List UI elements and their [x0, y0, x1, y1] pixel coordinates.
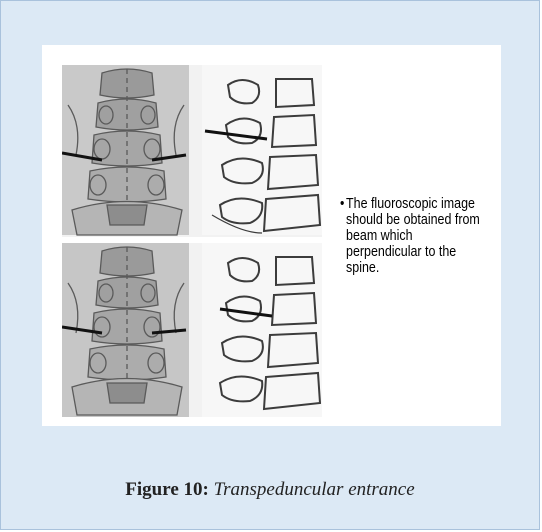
bullet-note: • The fluoroscopic image should be obtai…	[340, 196, 486, 276]
caption-label: Figure 10:	[125, 479, 209, 500]
note-text: The fluoroscopic image should be obtaine…	[346, 196, 486, 276]
lateral-view-bottom	[202, 243, 322, 417]
figure-image: • The fluoroscopic image should be obtai…	[42, 45, 501, 426]
ap-view-top	[62, 65, 189, 235]
caption-title: Transpeduncular entrance	[214, 479, 415, 500]
figure-caption: Figure 10: Transpeduncular entrance	[1, 479, 539, 501]
lateral-view-top	[202, 65, 322, 235]
fluoroscopy-illustration	[62, 65, 322, 417]
